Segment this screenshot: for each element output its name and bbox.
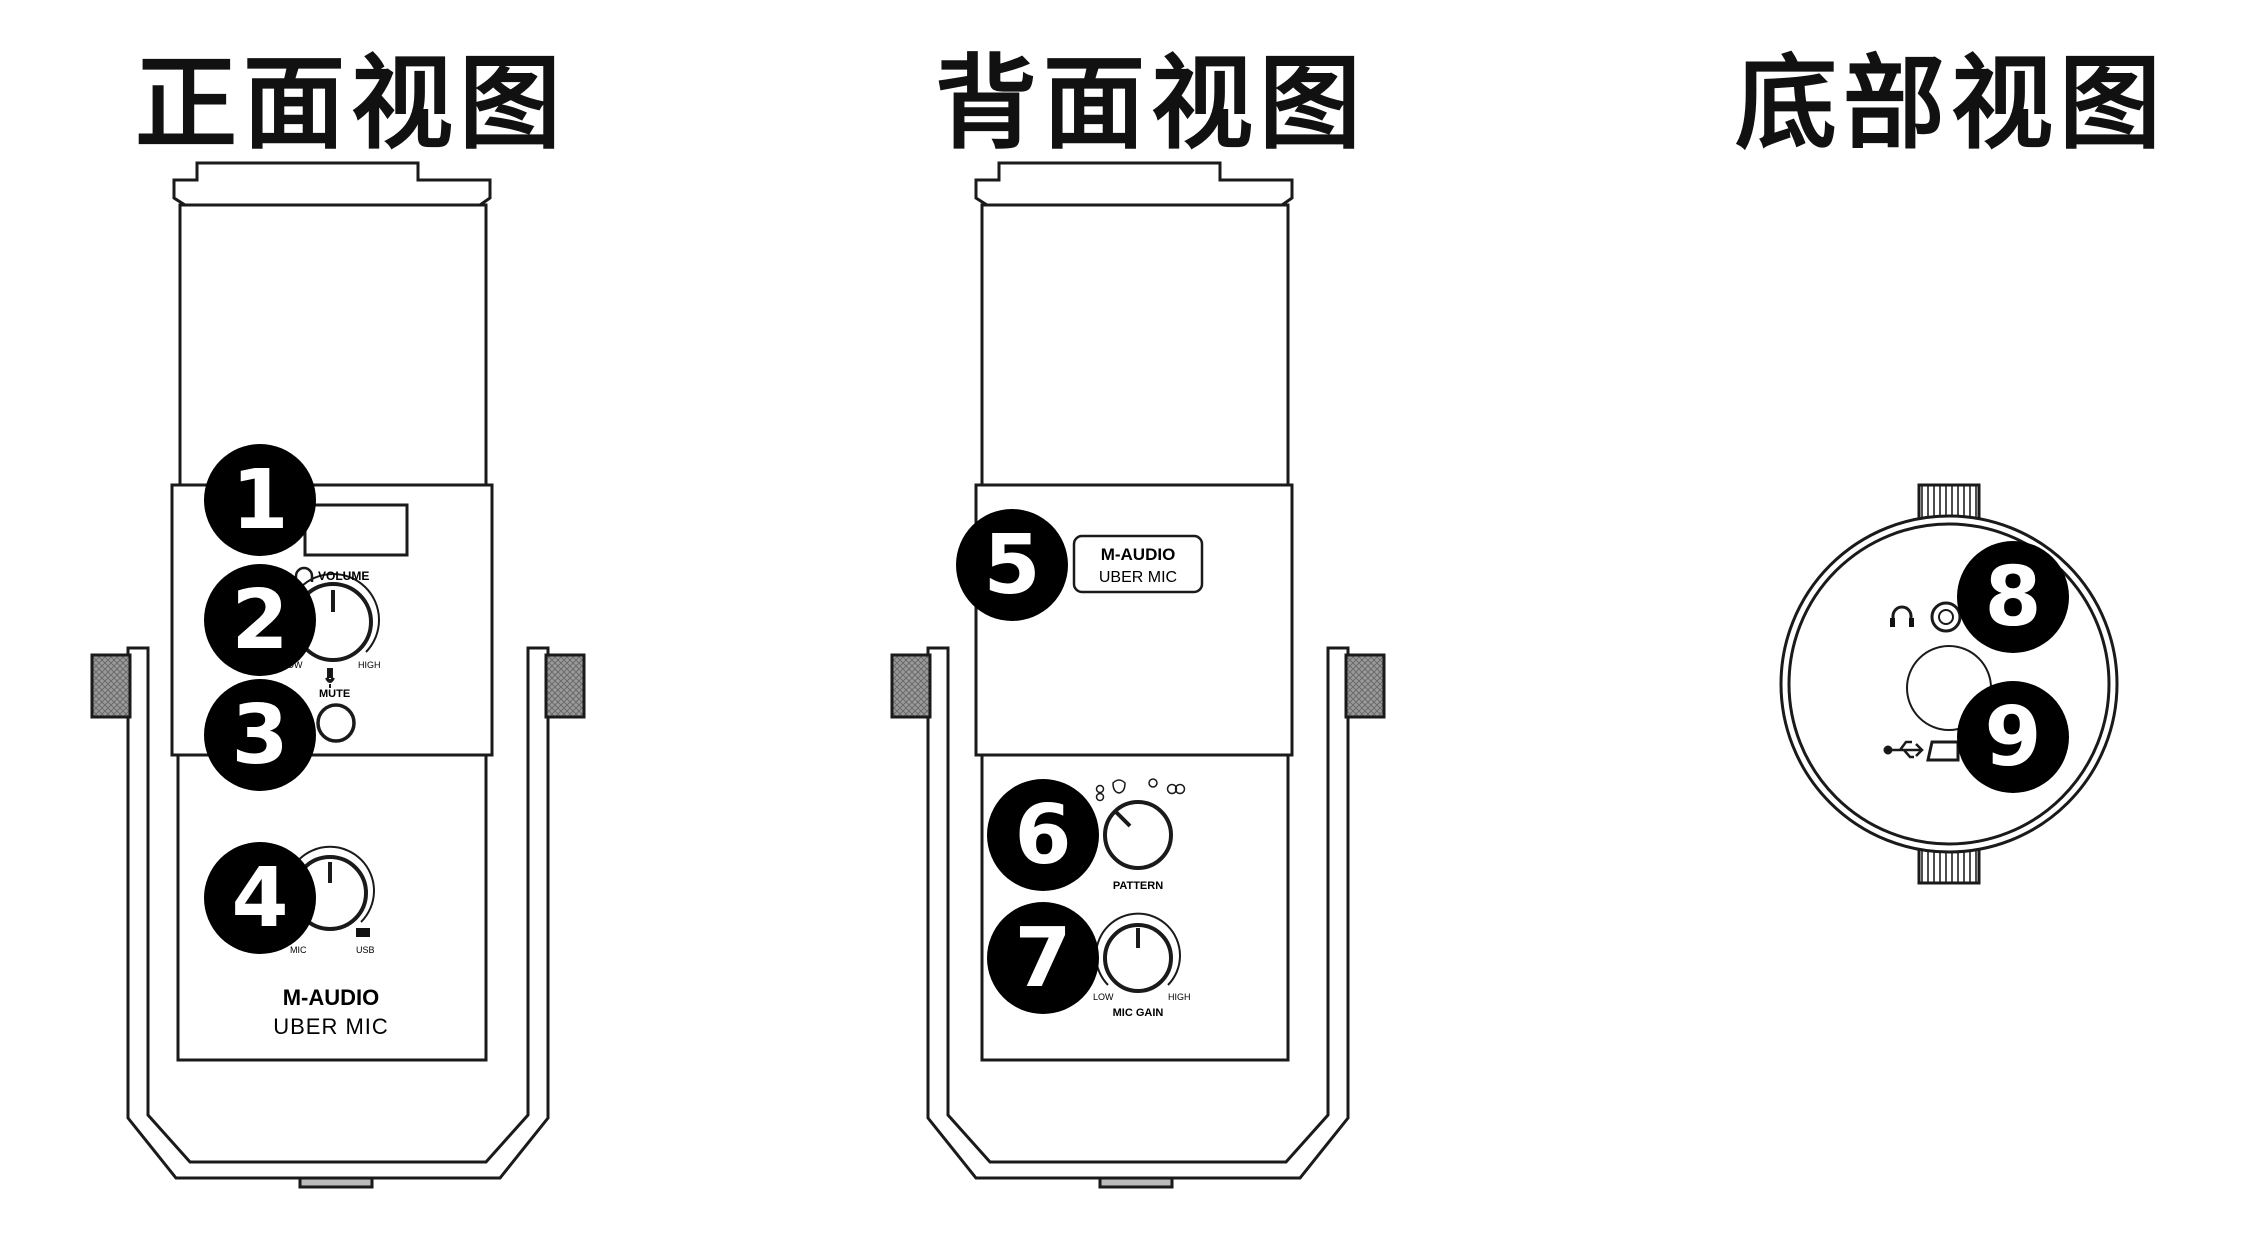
back-grille	[980, 203, 1290, 487]
front-grille	[178, 203, 488, 487]
headphone-jack[interactable]	[1930, 601, 1962, 633]
callout-6: 6	[1014, 788, 1071, 883]
back-top-cap	[974, 161, 1294, 207]
microphone-icon	[325, 668, 335, 688]
badge-model: UBER MIC	[1099, 569, 1177, 586]
callout-4-badge	[204, 842, 316, 954]
back-badge	[1072, 534, 1204, 594]
callout-5: 5	[983, 518, 1040, 613]
gain-low-label: LOW	[1093, 992, 1114, 1002]
stereo-icon	[1166, 783, 1186, 795]
front-labels: VOLUME LOW HIGH MUTE MIC USB M-AUDIO UBE…	[273, 569, 389, 1039]
back-right-knob	[1344, 653, 1386, 719]
mix-mic-label: MIC	[290, 945, 307, 955]
mic-gain-label: MIC GAIN	[1113, 1007, 1164, 1019]
volume-high-label: HIGH	[358, 660, 381, 670]
callout-9: 9	[1984, 690, 2041, 785]
mic-gain-knob[interactable]	[1103, 923, 1173, 993]
usb-icon	[1888, 740, 1924, 759]
front-stand-yoke	[126, 646, 550, 1180]
usb-port[interactable]	[1926, 740, 1960, 762]
back-left-knob	[890, 653, 932, 719]
bottom-headphone-icon-left	[1890, 618, 1895, 627]
callout-3-badge	[204, 679, 316, 791]
mute-label: MUTE	[319, 688, 350, 700]
front-brand: M-AUDIO	[283, 985, 380, 1010]
cardioid-icon	[1112, 779, 1126, 794]
back-callouts: 5 6 7	[956, 509, 1099, 1014]
bottom-headphone-icon-right	[1909, 618, 1914, 627]
badge-brand: M-AUDIO	[1101, 545, 1176, 564]
callout-1-badge	[204, 444, 316, 556]
usb-icon-dot	[1883, 745, 1893, 755]
monitor-icon	[356, 928, 370, 937]
bottom-inner-ring	[1787, 522, 2111, 846]
callout-2: 2	[231, 573, 288, 668]
callout-7-badge	[987, 902, 1099, 1014]
omni-icon	[1148, 778, 1158, 788]
front-view	[90, 161, 586, 1189]
front-top-cap	[172, 161, 492, 207]
callout-2-badge	[204, 564, 316, 676]
gain-high-label: HIGH	[1168, 992, 1191, 1002]
back-stand-yoke	[926, 646, 1350, 1180]
back-labels: M-AUDIO UBER MIC PATTERN LOW HIGH MIC GA…	[1093, 545, 1191, 1019]
front-stand-base	[298, 1176, 374, 1189]
bottom-headphone-icon	[1891, 605, 1913, 624]
pattern-label: PATTERN	[1113, 880, 1163, 892]
headphone-jack-inner	[1938, 609, 1954, 625]
front-callouts: 1 2 3 4	[204, 444, 316, 954]
back-view-heading: 背面视图	[935, 45, 1367, 164]
bottom-outer-ring	[1779, 514, 2119, 854]
callout-8-badge	[1957, 541, 2069, 653]
back-stand-base	[1098, 1176, 1174, 1189]
figure-eight-icon	[1095, 784, 1105, 802]
volume-label: VOLUME	[318, 569, 369, 583]
bottom-view	[1779, 483, 2119, 885]
front-display	[303, 503, 409, 557]
bottom-view-heading: 底部视图	[1735, 45, 2167, 164]
front-model: UBER MIC	[273, 1014, 389, 1039]
callout-1: 1	[231, 453, 288, 548]
front-view-heading: 正面视图	[135, 45, 567, 164]
callout-7: 7	[1014, 911, 1071, 1006]
callout-6-badge	[987, 779, 1099, 891]
back-view	[890, 161, 1386, 1189]
mute-button[interactable]	[316, 703, 356, 743]
front-left-knob	[90, 653, 132, 719]
bottom-callouts: 8 9	[1957, 541, 2069, 793]
callout-4: 4	[231, 851, 288, 946]
mix-usb-label: USB	[356, 945, 375, 955]
callout-5-badge	[956, 509, 1068, 621]
callout-9-badge	[1957, 681, 2069, 793]
pattern-knob-pointer	[1114, 810, 1132, 828]
callout-3: 3	[231, 688, 288, 783]
callout-8: 8	[1984, 550, 2041, 645]
front-right-knob	[544, 653, 586, 719]
pattern-knob[interactable]	[1103, 800, 1173, 870]
